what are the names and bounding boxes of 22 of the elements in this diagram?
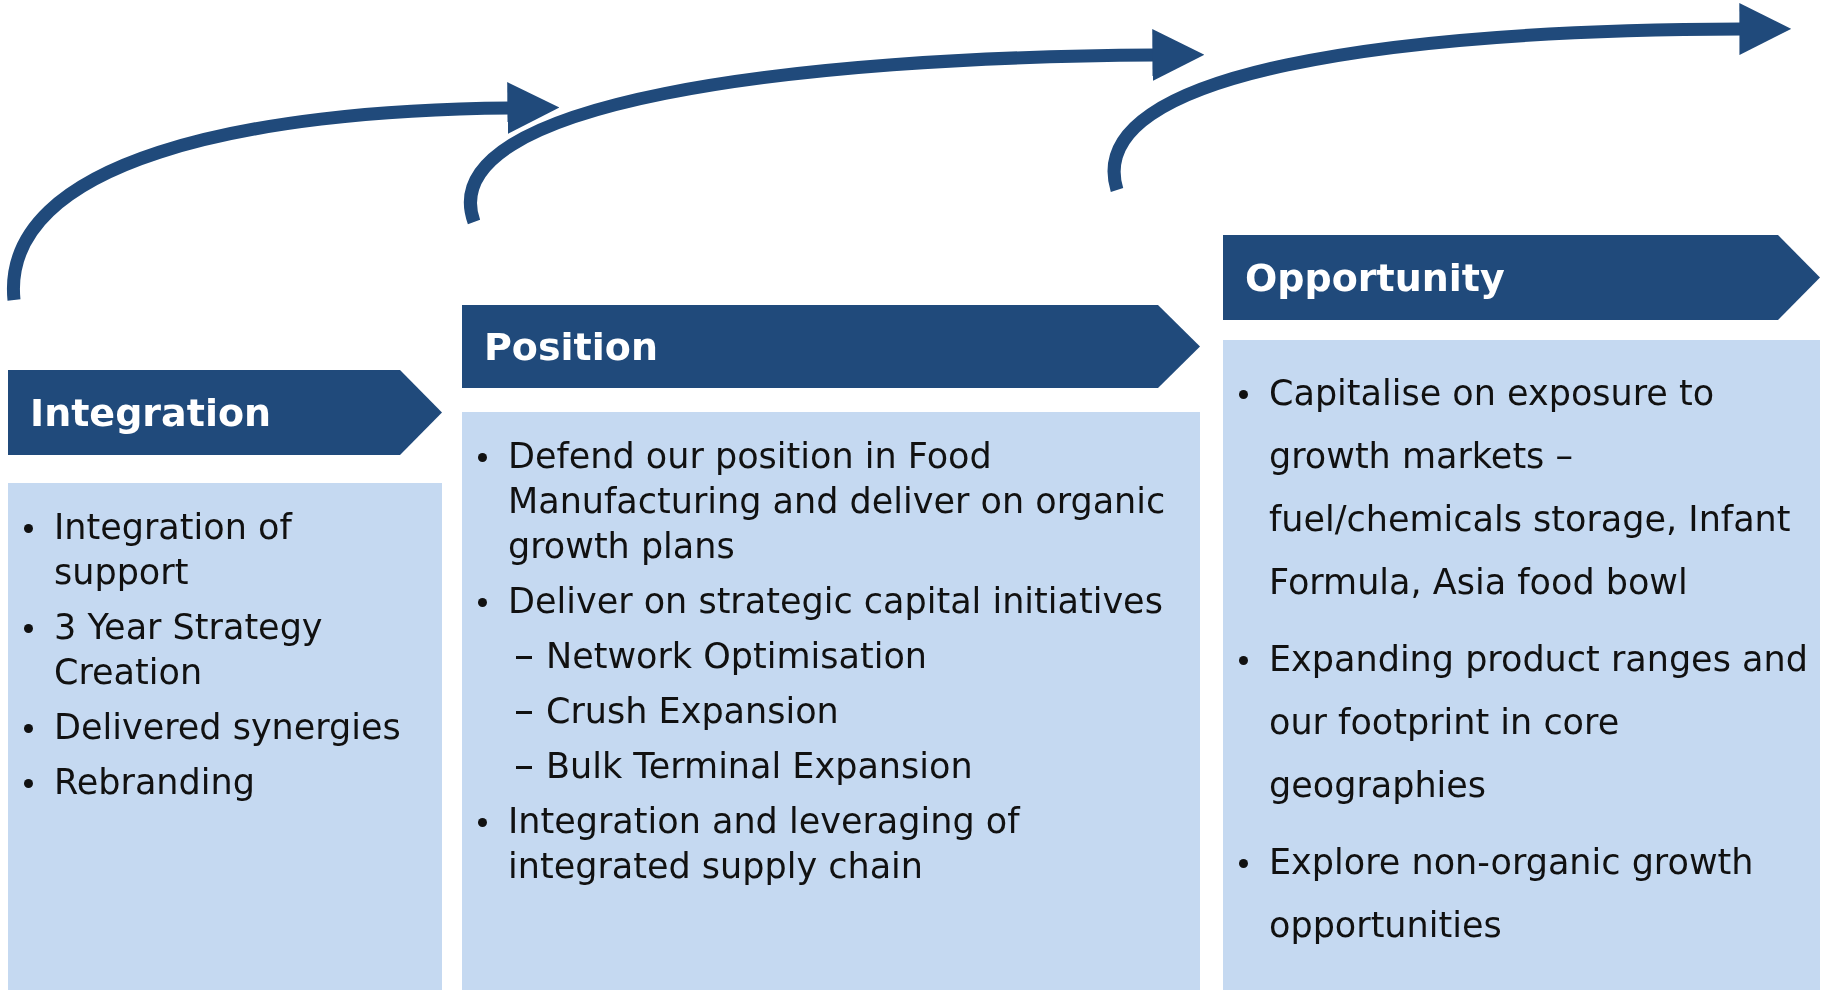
bullet-text: Integration of support [54,507,292,592]
chevron-header [1223,235,1820,320]
bullet-text: Bulk Terminal Expansion [546,746,973,786]
bullet-text: Integration and leveraging of integrated supply chain [508,801,1020,886]
bullet-text: Capitalise on exposure to growth markets – fuel/chemicals storage, Infant Formula, Asia food bowl [1269,373,1791,602]
bullet-text: Explore non-organic growth opportunities [1269,842,1754,945]
text-panel [1223,340,1820,990]
chevron-header [8,370,442,455]
bullet-text: Rebranding [54,762,255,802]
bullet-text: Delivered synergies [54,707,401,747]
text-panel [462,412,1200,990]
stage-title: Position [484,324,658,369]
stage-title: Integration [30,390,272,435]
bullet-text: Crush Expansion [546,691,839,731]
bullet-text: Deliver on strategic capital initiatives [508,581,1163,621]
text-panel [8,483,442,990]
bullet-text: 3 Year Strategy Creation [54,607,323,692]
stage-title: Opportunity [1245,255,1505,300]
bullet-text: Expanding product ranges and our footprint in core geographies [1269,639,1808,805]
bullet-text: Network Optimisation [546,636,928,676]
chevron-header [462,305,1200,388]
bullet-text: Defend our position in Food Manufacturing and deliver on organic growth plans [508,436,1166,566]
